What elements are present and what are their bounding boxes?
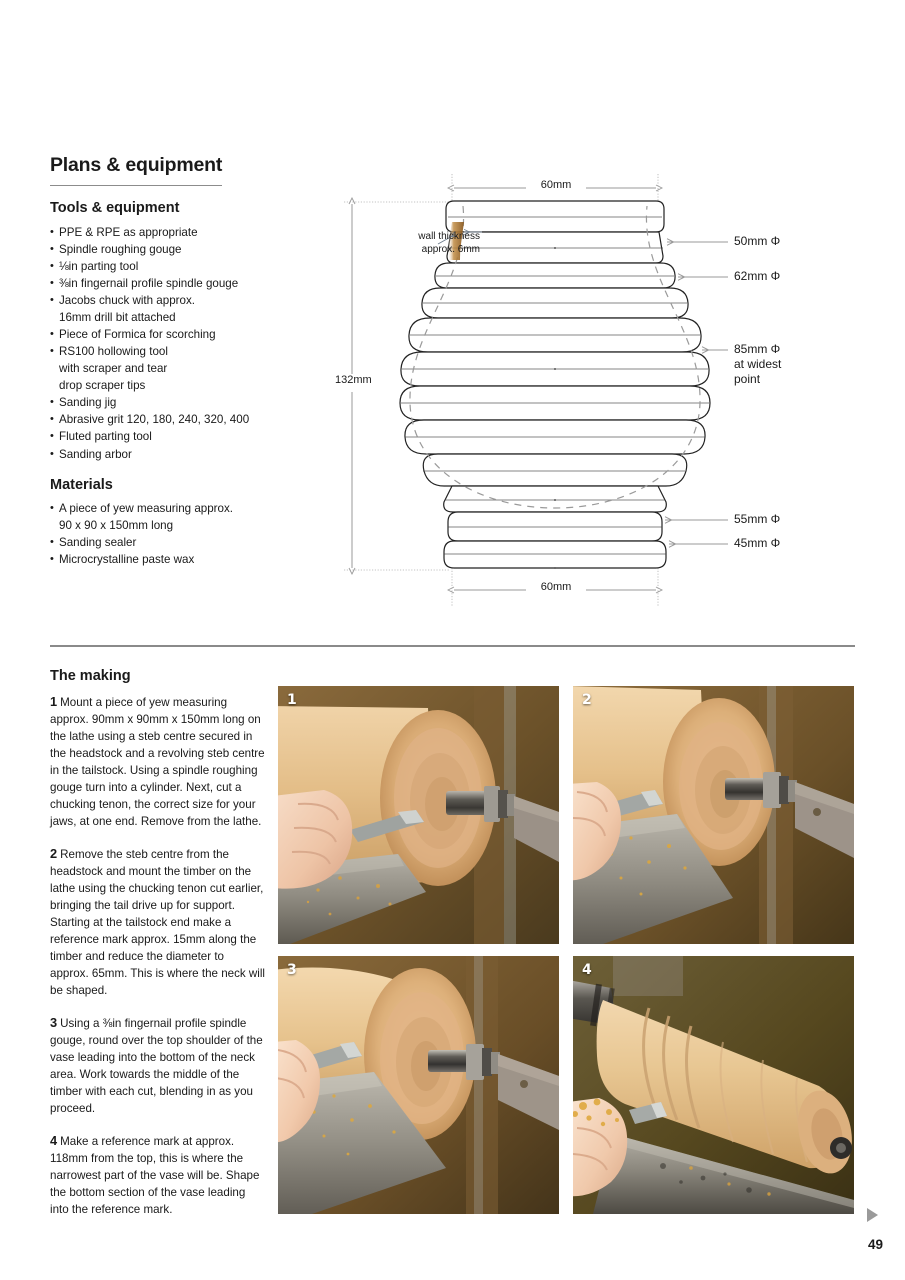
list-item: Fluted parting tool <box>50 428 285 445</box>
list-item: Jacobs chuck with approx. <box>50 292 285 309</box>
making-heading: The making <box>50 668 131 684</box>
callout-shoulder-diameter: 62mm Φ <box>734 269 781 283</box>
step-text: Make a reference mark at approx. 118mm f… <box>50 1134 260 1216</box>
list-item: ⅜in fingernail profile spindle gouge <box>50 275 285 292</box>
widest-note-line2: point <box>734 372 761 386</box>
step-number: 4 <box>50 1132 58 1148</box>
dimension-label-height: 132mm <box>333 374 374 386</box>
list-item-continuation: drop scraper tips <box>59 379 146 393</box>
dimension-height <box>334 196 372 576</box>
page-title: Plans & equipment <box>50 154 223 176</box>
step-text: Mount a piece of yew measuring approx. 9… <box>50 696 265 828</box>
step-number: 1 <box>50 694 58 709</box>
specs-column: Plans & equipment Tools & equipment PPE … <box>50 154 285 568</box>
step-photo-1: 1 <box>278 686 559 944</box>
callout-foot-lower-diameter: 45mm Φ <box>734 536 781 550</box>
materials-list: A piece of yew measuring approx. 90 x 90… <box>50 500 285 568</box>
step-photo-3: 3 <box>278 956 559 1214</box>
step-number: 3 <box>50 1014 58 1030</box>
callout-widest-diameter: 85mm Φ at widest point <box>734 342 781 387</box>
section-divider <box>50 645 855 647</box>
title-divider <box>50 185 222 187</box>
photo-badge: 2 <box>582 692 592 708</box>
list-item: Spindle roughing gouge <box>50 241 285 258</box>
callout-neck-diameter: 50mm Φ <box>734 234 781 248</box>
callout-leaders <box>664 238 728 548</box>
list-item: Microcrystalline paste wax <box>50 551 285 568</box>
list-item: Sanding sealer <box>50 534 285 551</box>
widest-diameter-value: 85mm Φ <box>734 342 781 356</box>
interior-cavity-dashed <box>409 205 701 509</box>
list-item: ⅛in parting tool <box>50 258 285 275</box>
list-item: Piece of Formica for scorching <box>50 326 285 343</box>
triangle-right-icon <box>867 1208 878 1222</box>
list-item-continuation: 16mm drill bit attached <box>59 311 176 325</box>
list-item: Sanding arbor <box>50 446 285 463</box>
list-item: Sanding jig <box>50 394 285 411</box>
plans-and-equipment-section: Plans & equipment Tools & equipment PPE … <box>0 0 905 640</box>
photo-grid: 1 <box>278 686 855 1226</box>
step-number: 2 <box>50 845 58 861</box>
list-item: PPE & RPE as appropriate <box>50 224 285 241</box>
widest-note-line1: at widest <box>734 357 782 371</box>
tools-heading: Tools & equipment <box>50 200 180 217</box>
photo-badge: 3 <box>287 962 297 978</box>
list-item: RS100 hollowing tool <box>50 343 285 360</box>
list-item-continuation: 90 x 90 x 150mm long <box>59 519 174 533</box>
list-item: A piece of yew measuring approx. <box>50 500 285 517</box>
step-photo-4: 4 <box>573 956 854 1214</box>
list-item: Abrasive grit 120, 180, 240, 320, 400 <box>50 411 285 428</box>
vase-profile <box>399 200 711 569</box>
wall-thickness-line1: wall thickness <box>418 231 480 242</box>
photo-badge: 1 <box>287 692 297 708</box>
vase-technical-drawing: 60mm 60mm 132mm wall thickness approx. 6… <box>330 160 890 630</box>
tools-list: PPE & RPE as appropriate Spindle roughin… <box>50 224 285 462</box>
wall-thickness-label: wall thickness approx. 6mm <box>376 231 480 256</box>
page-number: 49 <box>867 1237 883 1252</box>
dimension-label-bottom-width: 60mm <box>526 581 586 593</box>
step-text: Remove the steb centre from the headstoc… <box>50 847 265 997</box>
list-item-continuation: with scraper and tear <box>59 362 168 376</box>
callout-foot-upper-diameter: 55mm Φ <box>734 512 781 526</box>
photo-badge: 4 <box>582 962 592 978</box>
materials-heading: Materials <box>50 476 113 493</box>
dimension-label-top-width: 60mm <box>526 179 586 191</box>
step-photo-2: 2 <box>573 686 854 944</box>
step-text: Using a ⅜in fingernail profile spindle g… <box>50 1016 263 1115</box>
wall-thickness-leader <box>437 231 458 245</box>
centre-marks <box>554 247 556 569</box>
wall-thickness-line2: approx. 6mm <box>421 243 480 255</box>
